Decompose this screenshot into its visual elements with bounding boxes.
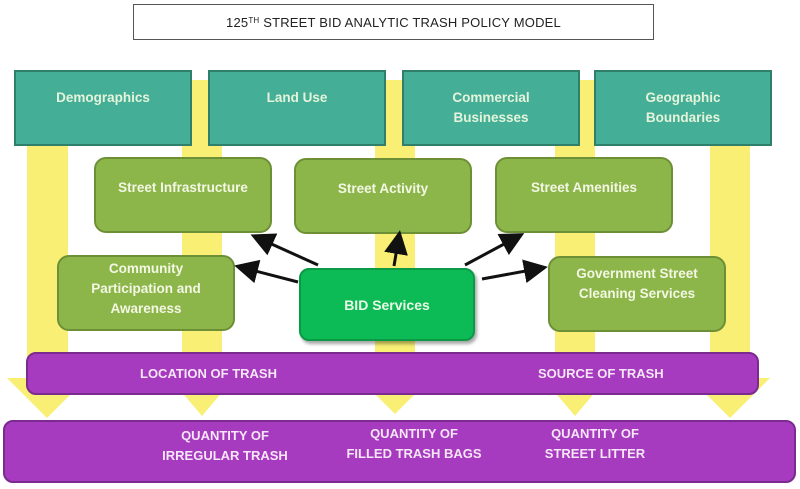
factor-land-use: Land Use bbox=[208, 70, 386, 146]
node-street-amenities: Street Amenities bbox=[495, 157, 673, 233]
node-label: Street Amenities bbox=[530, 180, 638, 195]
factor-label: Land Use bbox=[266, 90, 328, 105]
outcome-line1: QUANTITY OF bbox=[181, 428, 269, 443]
arrow-to-community bbox=[234, 259, 299, 284]
outcome-line2: FILLED TRASH BAGS bbox=[346, 446, 482, 461]
node-street-activity: Street Activity bbox=[294, 158, 472, 234]
outcome-street-litter: QUANTITY OF STREET LITTER bbox=[530, 424, 660, 464]
trash-quantity-outcomes-bar: QUANTITY OF IRREGULAR TRASH QUANTITY OF … bbox=[3, 420, 796, 483]
node-street-infrastructure: Street Infrastructure bbox=[94, 157, 272, 233]
outcome-line2: IRREGULAR TRASH bbox=[162, 448, 288, 463]
source-of-trash-label: SOURCE OF TRASH bbox=[538, 366, 664, 381]
factor-label: Geographic Boundaries bbox=[645, 90, 721, 125]
bid-services-label: BID Services bbox=[344, 296, 430, 313]
node-community-participation: Community Participation and Awareness bbox=[57, 255, 235, 331]
factor-geographic-boundaries: Geographic Boundaries bbox=[594, 70, 772, 146]
outcome-line2: STREET LITTER bbox=[544, 446, 646, 461]
outcome-line1: QUANTITY OF bbox=[551, 426, 639, 441]
arrow-to-street-activity bbox=[384, 230, 408, 267]
outcome-irregular-trash: QUANTITY OF IRREGULAR TRASH bbox=[155, 426, 295, 466]
factor-label: Commercial Businesses bbox=[452, 90, 530, 125]
location-of-trash-label: LOCATION OF TRASH bbox=[140, 366, 277, 381]
node-government-cleaning: Government Street Cleaning Services bbox=[548, 256, 726, 332]
outcome-filled-trash-bags: QUANTITY OF FILLED TRASH BAGS bbox=[339, 424, 489, 464]
flow-arrowhead-3 bbox=[373, 392, 417, 414]
factor-label: Demographics bbox=[56, 90, 150, 105]
node-label: Community Participation and Awareness bbox=[91, 261, 201, 316]
title-prefix: 125 bbox=[226, 14, 249, 30]
arrow-to-street-amenities bbox=[464, 233, 525, 267]
title-superscript: TH bbox=[248, 15, 260, 25]
arrow-to-street-infrastructure bbox=[250, 233, 319, 267]
arrow-to-government bbox=[481, 259, 548, 284]
factor-demographics: Demographics bbox=[14, 70, 192, 146]
node-label: Street Infrastructure bbox=[118, 180, 248, 195]
trash-location-source-bar: LOCATION OF TRASH SOURCE OF TRASH bbox=[26, 352, 759, 395]
flow-column-1 bbox=[27, 100, 68, 380]
bid-services-node: BID Services bbox=[299, 268, 475, 341]
title-rest: STREET BID ANALYTIC TRASH POLICY MODEL bbox=[259, 14, 561, 30]
factor-commercial-businesses: Commercial Businesses bbox=[402, 70, 580, 146]
outcome-line1: QUANTITY OF bbox=[370, 426, 458, 441]
flow-column-5 bbox=[710, 100, 750, 380]
node-label: Government Street Cleaning Services bbox=[576, 266, 698, 301]
node-label: Street Activity bbox=[337, 181, 429, 196]
